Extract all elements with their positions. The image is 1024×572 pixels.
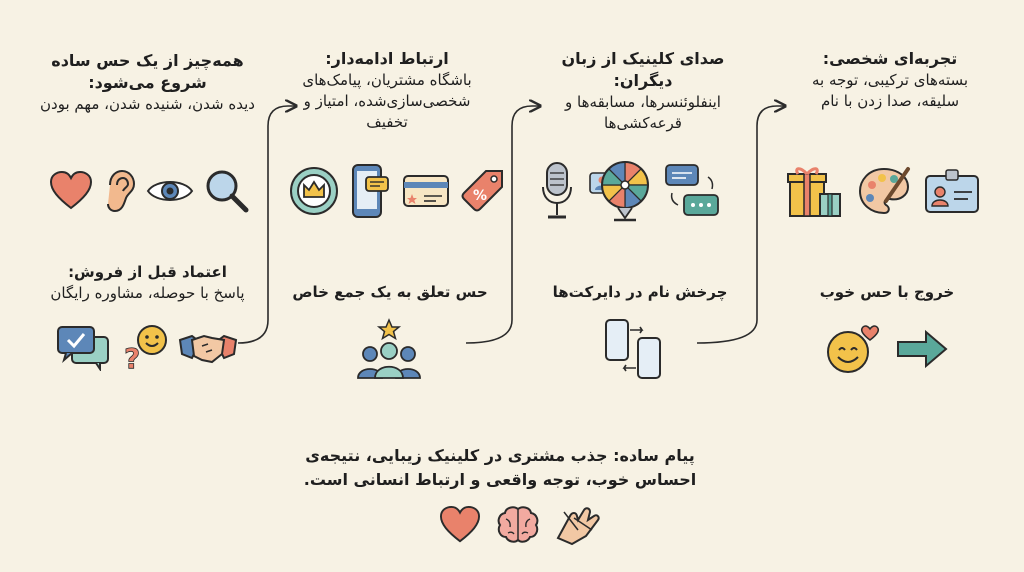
- column-1-top-text: همه‌چیز از یک حس ساده شروع می‌شود: دیده …: [35, 50, 260, 115]
- key-message: پیام ساده: جذب مشتری در کلینیک زیبایی، ن…: [303, 446, 697, 489]
- chat-check-icon: [56, 323, 112, 375]
- eye-icon: [146, 175, 194, 211]
- column-1-bottom-icons: ?: [56, 322, 238, 376]
- column-4-title: تجربه‌ای شخصی:: [822, 49, 958, 68]
- column-2-bottom-title: حس تعلق به یک جمع خاص: [292, 283, 488, 301]
- column-3-bottom-icons: [600, 318, 666, 384]
- column-2-top-text: ارتباط ادامه‌دار: باشگاه مشتریان، پیامک‌…: [292, 48, 482, 133]
- connector-2: [465, 106, 540, 344]
- column-2-title: ارتباط ادامه‌دار:: [325, 49, 449, 68]
- column-3-bottom-title: چرخش نام در دایرکت‌ها: [552, 283, 728, 301]
- column-4-bottom-icons: [826, 324, 948, 378]
- column-4-bottom-text: خروج با حس خوب: [792, 282, 982, 303]
- svg-text:?: ?: [124, 342, 140, 372]
- column-1-bottom-title: اعتماد قبل از فروش:: [68, 263, 227, 281]
- column-1-bottom-sub: پاسخ با حوصله، مشاوره رایگان: [50, 284, 245, 302]
- microphone-icon: [540, 161, 574, 225]
- column-3-bottom-text: چرخش نام در دایرکت‌ها: [540, 282, 740, 303]
- column-1-title: همه‌چیز از یک حس ساده شروع می‌شود:: [51, 51, 244, 92]
- svg-text:%: %: [473, 188, 487, 204]
- heart-icon: [438, 505, 482, 549]
- column-3-sub: اینفلوئنسرها، مسابقه‌ها و قرعه‌کشی‌ها: [565, 93, 721, 132]
- column-1-top-icons: [48, 168, 250, 218]
- ear-icon: [104, 169, 136, 217]
- column-4-top-icons: [786, 164, 980, 222]
- membership-card-icon: [402, 174, 450, 212]
- chat-exchange-icon: [664, 163, 720, 223]
- prize-wheel-icon: [600, 160, 650, 226]
- connector-3: [696, 106, 785, 344]
- handshake-icon: [178, 326, 238, 372]
- palette-icon: [856, 165, 912, 221]
- question-smile-icon: ?: [120, 322, 170, 376]
- column-1-bottom-text: اعتماد قبل از فروش: پاسخ با حوصله، مشاور…: [35, 262, 260, 304]
- footer-icons: [438, 504, 602, 550]
- phones-exchange-icon: [600, 318, 666, 384]
- column-2-sub: باشگاه مشتریان، پیامک‌های شخصی‌سازی‌شده،…: [302, 71, 472, 131]
- crown-badge-icon: [288, 165, 340, 221]
- brain-icon: [496, 505, 540, 549]
- phone-message-icon: [350, 163, 392, 223]
- discount-tag-icon: %: [460, 167, 506, 219]
- column-4-bottom-title: خروج با حس خوب: [819, 283, 955, 301]
- column-3-title: صدای کلینیک از زبان دیگران:: [561, 49, 725, 90]
- arrow-right-icon: [896, 329, 948, 373]
- connector-1: [237, 106, 296, 344]
- id-card-icon: [924, 168, 980, 218]
- hands-icon: [554, 504, 602, 550]
- group-star-icon: [356, 318, 422, 384]
- column-4-sub: بسته‌های ترکیبی، توجه به سلیقه، صدا زدن …: [811, 71, 969, 110]
- column-2-bottom-text: حس تعلق به یک جمع خاص: [290, 282, 490, 303]
- smile-heart-icon: [826, 324, 882, 378]
- magnifier-icon: [204, 168, 250, 218]
- gift-boxes-icon: [786, 164, 844, 222]
- column-4-top-text: تجربه‌ای شخصی: بسته‌های ترکیبی، توجه به …: [800, 48, 980, 112]
- column-3-top-icons: [540, 160, 720, 226]
- column-2-top-icons: %: [288, 163, 506, 223]
- column-3-top-text: صدای کلینیک از زبان دیگران: اینفلوئنسرها…: [543, 48, 743, 134]
- heart-icon: [48, 170, 94, 216]
- column-1-sub: دیده شدن، شنیده شدن، مهم بودن: [40, 95, 255, 113]
- column-2-bottom-icons: [356, 318, 422, 384]
